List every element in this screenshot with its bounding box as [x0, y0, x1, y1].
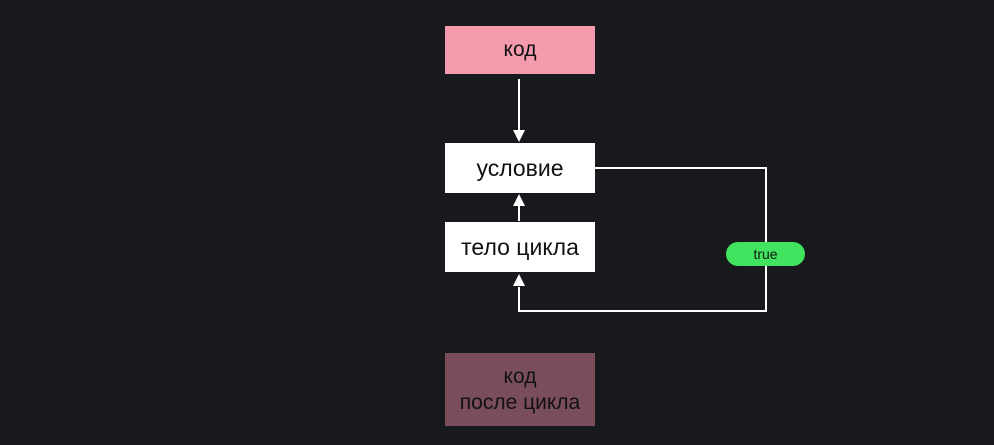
- loop-true-path: [518, 167, 767, 312]
- loop-body-block: тело цикла: [445, 222, 595, 272]
- arrowhead-condition-top: [513, 130, 525, 142]
- loop-body-block-label: тело цикла: [461, 233, 579, 260]
- after-loop-label-line1: код: [503, 364, 537, 388]
- true-badge-label: true: [753, 246, 778, 262]
- code-block-label: код: [503, 38, 537, 61]
- true-badge: true: [726, 242, 805, 266]
- condition-block-label: условие: [476, 154, 564, 181]
- after-loop-label-line2: после цикла: [459, 390, 581, 414]
- condition-block: условие: [445, 143, 595, 193]
- arrowhead-condition-bottom: [513, 194, 525, 206]
- after-loop-block: код после цикла: [445, 353, 595, 426]
- code-block: код: [445, 26, 595, 74]
- arrowhead-body-bottom: [513, 274, 525, 286]
